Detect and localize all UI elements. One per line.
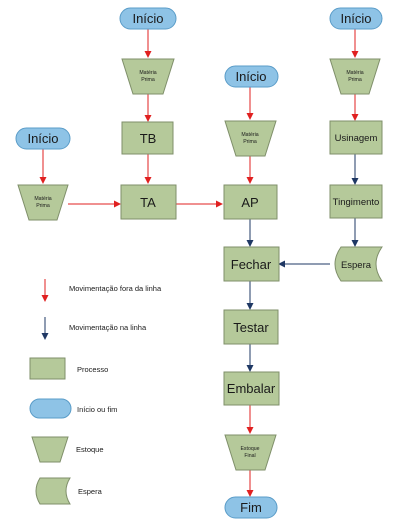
legend: Movimentação fora da linha Movimentação … — [29, 279, 162, 505]
legend-start-end-label: Início ou fim — [77, 405, 117, 414]
process-usinagem: Usinagem — [329, 120, 383, 155]
legend-start-end-icon — [29, 398, 72, 419]
legend-wait-label: Espera — [78, 487, 103, 496]
process-fechar: Fechar — [223, 246, 280, 282]
process-tb: TB — [121, 121, 174, 155]
legend-stock-icon — [31, 436, 69, 463]
raw-material-left: Matéria Prima — [17, 184, 69, 221]
legend-process-label: Processo — [77, 365, 108, 374]
stock-final-line1: Estoque — [240, 446, 259, 452]
stock-final: Estoque Final — [224, 434, 277, 471]
legend-red-arrow-label: Movimentação fora da linha — [69, 284, 162, 293]
end-label: Fim — [240, 500, 262, 515]
process-tingimento: Tingimento — [329, 184, 383, 219]
process-ta-label: TA — [140, 195, 156, 210]
legend-process-icon — [29, 357, 66, 380]
process-tb-label: TB — [140, 131, 157, 146]
raw-material-line1: Matéria — [34, 196, 51, 202]
start-node-tb: Início — [119, 7, 177, 30]
start-label: Início — [27, 131, 58, 146]
process-testar: Testar — [223, 309, 279, 345]
process-embalar-label: Embalar — [227, 381, 276, 396]
process-testar-label: Testar — [233, 320, 269, 335]
raw-material-line2: Prima — [36, 203, 50, 209]
raw-material-line2: Prima — [348, 77, 362, 83]
process-ap-label: AP — [241, 195, 258, 210]
stock-final-line2: Final — [244, 453, 255, 459]
start-node-left: Início — [15, 127, 71, 150]
start-label: Início — [132, 11, 163, 26]
process-ap: AP — [223, 184, 278, 220]
legend-wait-icon — [35, 477, 71, 505]
raw-material-tb: Matéria Prima — [121, 58, 175, 95]
process-fechar-label: Fechar — [231, 257, 272, 272]
raw-material-line2: Prima — [141, 77, 155, 83]
process-embalar: Embalar — [223, 371, 280, 406]
raw-material-line1: Matéria — [139, 70, 156, 76]
process-usinagem-label: Usinagem — [335, 133, 378, 144]
process-tingimento-label: Tingimento — [333, 197, 380, 208]
raw-material-line1: Matéria — [346, 70, 363, 76]
end-node: Fim — [224, 496, 278, 519]
legend-stock-label: Estoque — [76, 445, 104, 454]
wait-espera-label: Espera — [341, 260, 372, 271]
wait-espera: Espera — [334, 246, 383, 282]
raw-material-line1: Matéria — [241, 132, 258, 138]
start-node-ap: Início — [224, 65, 279, 88]
raw-material-line2: Prima — [243, 139, 257, 145]
start-label: Início — [235, 69, 266, 84]
connectors — [39, 29, 359, 497]
start-node-right: Início — [329, 7, 383, 30]
process-ta: TA — [120, 184, 177, 220]
raw-material-ap: Matéria Prima — [224, 120, 277, 157]
start-label: Início — [340, 11, 371, 26]
legend-navy-arrow-label: Movimentação na linha — [69, 323, 147, 332]
raw-material-right: Matéria Prima — [329, 58, 381, 95]
